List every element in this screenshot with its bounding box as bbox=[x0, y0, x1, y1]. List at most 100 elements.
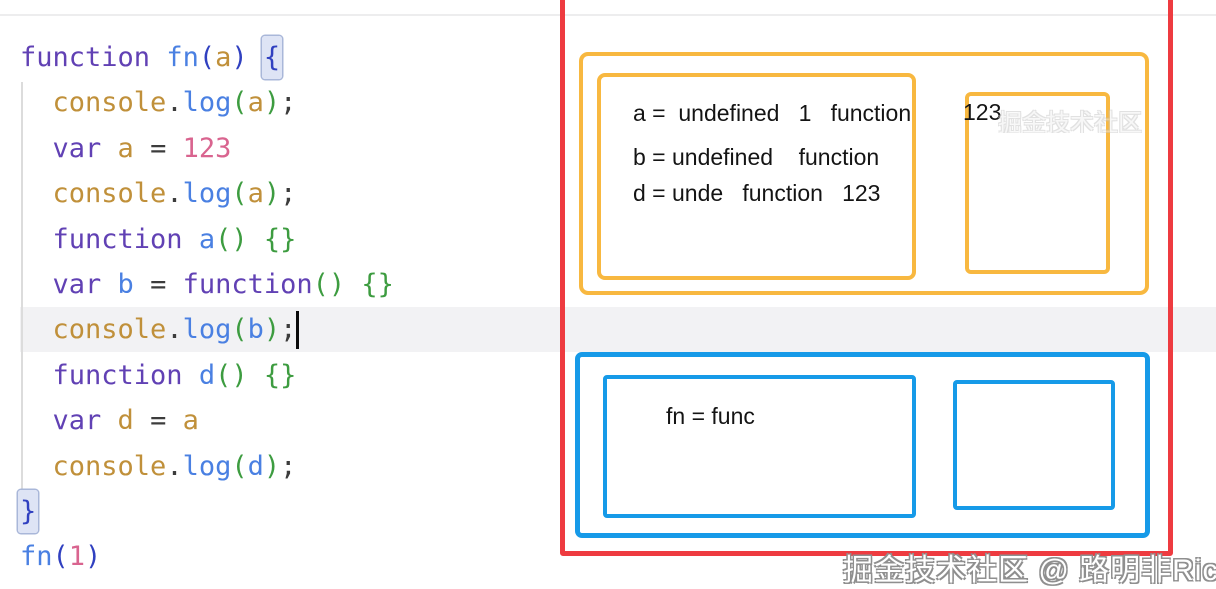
code-token: console bbox=[52, 87, 167, 119]
code-token: ) bbox=[263, 450, 281, 482]
code-token: 123 bbox=[182, 132, 232, 164]
code-line[interactable]: console.log(a); bbox=[20, 80, 394, 125]
code-token: {} bbox=[361, 268, 394, 300]
code-token: () bbox=[215, 223, 248, 255]
code-token: 1 bbox=[68, 541, 86, 573]
code-token: ) bbox=[263, 178, 281, 210]
code-token: d bbox=[198, 359, 216, 391]
code-token: log bbox=[182, 314, 232, 346]
code-line[interactable]: var a = 123 bbox=[20, 126, 394, 171]
code-token bbox=[248, 360, 264, 391]
code-token: = bbox=[133, 268, 183, 300]
indent-guide-line bbox=[21, 82, 23, 490]
code-line[interactable]: var b = function() {} bbox=[20, 262, 394, 307]
function-heap-yellow-box bbox=[965, 92, 1110, 274]
code-token bbox=[20, 178, 53, 209]
text-cursor bbox=[296, 311, 299, 349]
code-token: b bbox=[247, 314, 264, 346]
code-token: = bbox=[133, 132, 183, 164]
code-token: . bbox=[166, 87, 183, 119]
code-token: ( bbox=[231, 314, 248, 346]
juejin-watermark: 掘金技术社区 @ 路明非Ricardo bbox=[843, 554, 1216, 587]
code-line[interactable]: console.log(a); bbox=[20, 171, 394, 216]
code-token: function bbox=[20, 42, 167, 73]
heap-value-123: 123 bbox=[963, 99, 1002, 125]
code-token bbox=[248, 224, 264, 255]
code-token: ( bbox=[231, 178, 248, 210]
code-token: ( bbox=[198, 42, 216, 73]
global-heap-blue-box bbox=[953, 380, 1115, 510]
matched-bracket: } bbox=[18, 489, 39, 533]
code-token: {} bbox=[263, 223, 297, 255]
code-token: var bbox=[52, 132, 118, 164]
code-token bbox=[20, 87, 53, 118]
matched-bracket: { bbox=[261, 36, 283, 79]
code-token: ; bbox=[280, 450, 297, 482]
code-token: function bbox=[52, 223, 199, 255]
code-line[interactable]: fn(1) bbox=[20, 534, 394, 579]
code-token: a bbox=[198, 223, 216, 255]
code-token: = bbox=[133, 405, 183, 437]
code-token: . bbox=[166, 314, 183, 346]
code-token: () bbox=[215, 359, 248, 391]
function-variable-object-yellow-box bbox=[597, 73, 916, 280]
code-line[interactable]: console.log(b); bbox=[20, 307, 394, 352]
code-token: d bbox=[247, 450, 264, 482]
code-token bbox=[20, 133, 53, 164]
code-token: ) bbox=[263, 314, 281, 346]
code-token: a bbox=[117, 132, 134, 164]
code-token bbox=[20, 451, 53, 482]
code-token bbox=[20, 269, 53, 300]
ghost-watermark: 掘金技术社区 @ 路明非Ricardo bbox=[998, 110, 1146, 133]
code-token: ( bbox=[52, 541, 69, 573]
code-token: log bbox=[182, 178, 232, 210]
code-token: a bbox=[247, 178, 264, 210]
global-scope-outer-blue-box bbox=[575, 352, 1150, 538]
code-token: var bbox=[52, 405, 118, 437]
scope-entry-fn: fn = func bbox=[666, 403, 755, 429]
ghost-watermark-clip: 掘金技术社区 @ 路明非Ricardo bbox=[998, 103, 1146, 133]
code-token: a bbox=[182, 405, 199, 437]
code-token: {} bbox=[263, 359, 297, 391]
code-token bbox=[20, 314, 53, 345]
code-token: ; bbox=[280, 178, 297, 210]
function-scope-outer-yellow-box bbox=[579, 52, 1149, 295]
code-token: log bbox=[182, 450, 232, 482]
code-token: var bbox=[52, 268, 118, 300]
code-token bbox=[20, 360, 53, 391]
code-token: () bbox=[312, 268, 346, 300]
code-token: ) bbox=[231, 42, 248, 73]
execution-context-red-box bbox=[560, 0, 1173, 556]
code-token bbox=[345, 269, 361, 300]
code-token: ) bbox=[263, 87, 281, 119]
code-line[interactable]: function a() {} bbox=[20, 217, 394, 262]
code-token bbox=[20, 405, 53, 436]
code-token: console bbox=[52, 178, 167, 210]
code-line[interactable]: var d = a bbox=[20, 398, 394, 443]
code-token: . bbox=[166, 178, 183, 210]
code-token: function bbox=[52, 359, 199, 391]
code-line[interactable]: function d() {} bbox=[20, 353, 394, 398]
code-token: . bbox=[166, 450, 183, 482]
code-line[interactable]: } bbox=[18, 489, 394, 534]
current-line-highlight bbox=[20, 307, 1216, 352]
code-token: ( bbox=[231, 450, 248, 482]
code-token: function bbox=[182, 268, 313, 300]
code-token bbox=[20, 224, 53, 255]
code-token: fn bbox=[20, 541, 53, 573]
code-line[interactable]: console.log(d); bbox=[20, 444, 394, 489]
code-token: ) bbox=[85, 541, 102, 573]
code-lines[interactable]: function fn(a) { console.log(a); var a =… bbox=[18, 35, 394, 580]
code-token: console bbox=[52, 314, 167, 346]
code-token: fn bbox=[166, 42, 199, 73]
code-token: console bbox=[52, 450, 167, 482]
code-line[interactable]: function fn(a) { bbox=[20, 35, 394, 80]
code-token: d bbox=[117, 405, 134, 437]
code-token: ( bbox=[231, 87, 248, 119]
top-hairline-divider bbox=[0, 14, 1216, 16]
code-token: a bbox=[215, 42, 232, 73]
global-variable-object-blue-box bbox=[603, 375, 916, 518]
scope-entry-b: b = undefined function bbox=[633, 144, 880, 170]
code-token: a bbox=[247, 87, 264, 119]
